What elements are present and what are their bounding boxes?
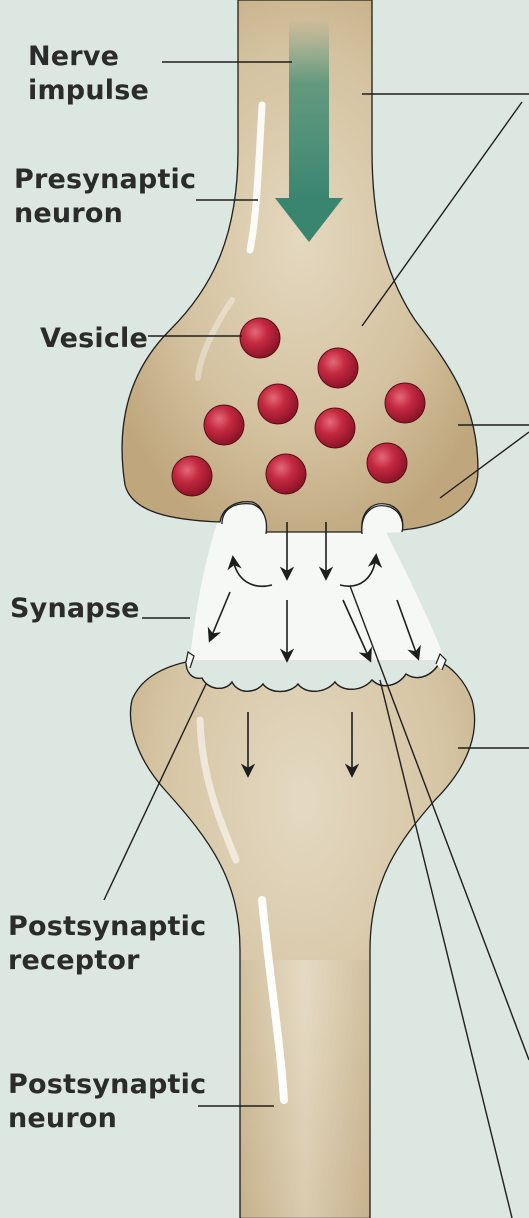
label-postsynaptic-receptor-line1: Postsynaptic: [8, 910, 206, 944]
vesicle: [172, 456, 212, 496]
postsynaptic-stem-shading: [241, 960, 369, 1218]
label-synapse-text: Synapse: [10, 592, 140, 626]
label-presynaptic-neuron-line2: neuron: [14, 197, 196, 231]
vesicle: [240, 318, 280, 358]
synaptic-cleft: [190, 520, 445, 660]
label-postsynaptic-neuron-line1: Postsynaptic: [8, 1068, 206, 1102]
label-nerve-impulse-line2: impulse: [28, 74, 149, 108]
vesicle: [204, 405, 244, 445]
vesicle: [315, 408, 355, 448]
label-vesicle-text: Vesicle: [40, 322, 148, 356]
label-synapse: Synapse: [10, 592, 140, 626]
label-nerve-impulse-line1: Nerve: [28, 40, 149, 74]
label-vesicle: Vesicle: [40, 322, 148, 356]
label-postsynaptic-receptor: Postsynaptic receptor: [8, 910, 206, 978]
leader-right-top-diag: [362, 102, 522, 326]
vesicle: [318, 348, 358, 388]
label-presynaptic-neuron: Presynaptic neuron: [14, 163, 196, 231]
label-postsynaptic-receptor-line2: receptor: [8, 944, 206, 978]
vesicle: [385, 383, 425, 423]
label-postsynaptic-neuron: Postsynaptic neuron: [8, 1068, 206, 1136]
vesicle: [367, 443, 407, 483]
label-presynaptic-neuron-line1: Presynaptic: [14, 163, 196, 197]
label-postsynaptic-neuron-line2: neuron: [8, 1102, 206, 1136]
vesicle: [266, 454, 306, 494]
label-nerve-impulse: Nerve impulse: [28, 40, 149, 108]
vesicle: [258, 384, 298, 424]
